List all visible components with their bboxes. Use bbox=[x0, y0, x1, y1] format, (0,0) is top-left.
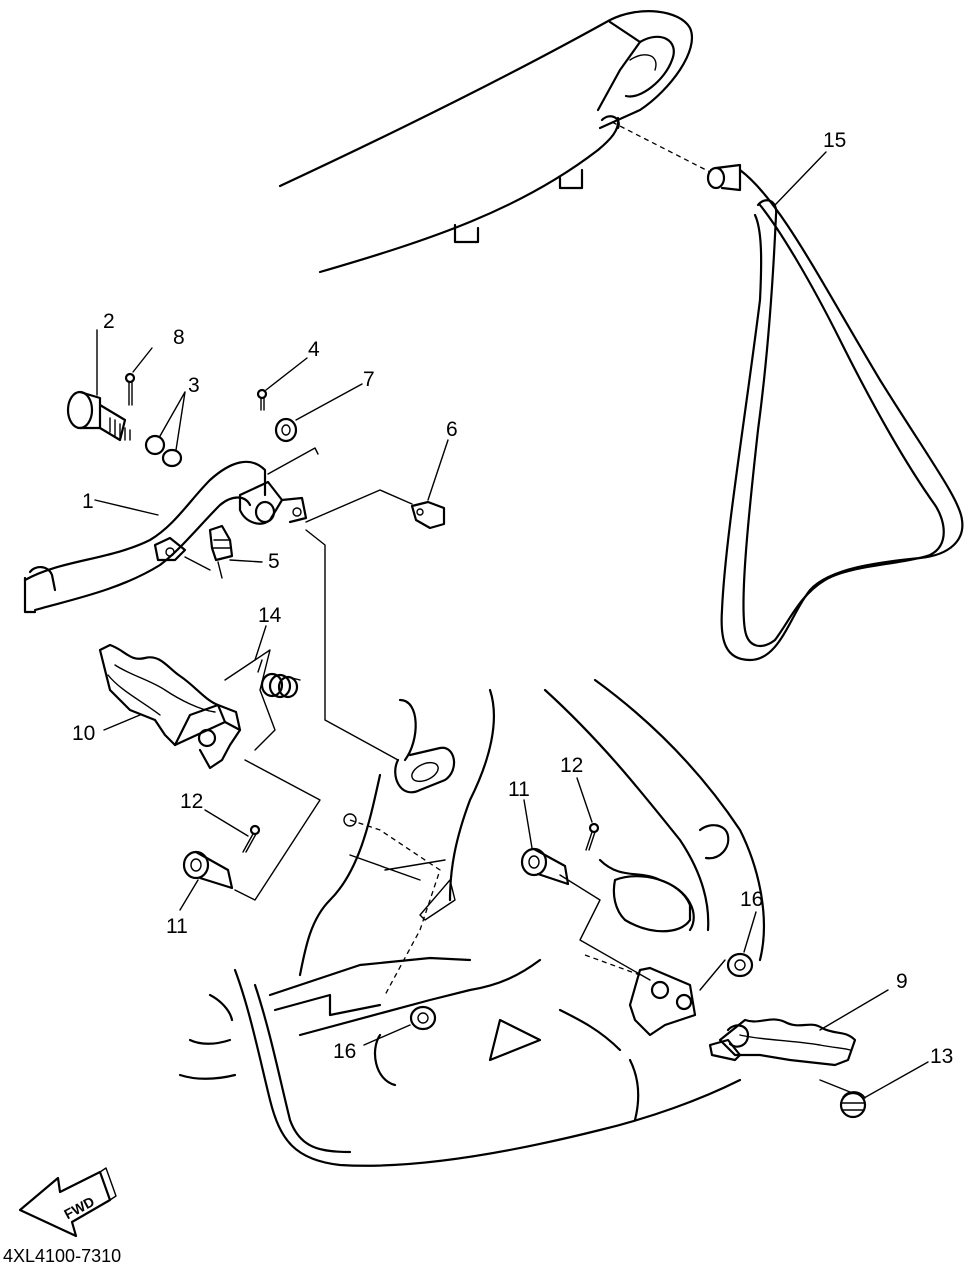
bolt-11-right bbox=[520, 847, 570, 886]
rear-fender bbox=[278, 10, 693, 274]
callout-2: 2 bbox=[103, 310, 115, 333]
washer-7 bbox=[274, 417, 298, 443]
clip-13 bbox=[839, 1091, 867, 1119]
brake-pedal bbox=[23, 460, 308, 614]
callout-9: 9 bbox=[896, 970, 908, 993]
footrest-left bbox=[98, 643, 242, 770]
pivot-shaft bbox=[66, 390, 131, 442]
callout-13: 13 bbox=[930, 1045, 953, 1068]
callout-16-left: 16 bbox=[333, 1040, 356, 1063]
plunger-5 bbox=[208, 524, 234, 579]
callout-8: 8 bbox=[173, 326, 185, 349]
pin-12-right bbox=[585, 822, 600, 851]
pedal-mount bbox=[343, 746, 456, 827]
callout-7: 7 bbox=[363, 368, 375, 391]
pin-12-left bbox=[242, 824, 261, 853]
callout-12-right: 12 bbox=[560, 754, 583, 777]
cotter-pin-8 bbox=[124, 372, 136, 406]
callout-11-left: 11 bbox=[166, 915, 188, 938]
callout-1: 1 bbox=[82, 490, 94, 513]
callout-14: 14 bbox=[258, 604, 282, 627]
callout-4: 4 bbox=[308, 338, 320, 361]
diagram-code: 4XL4100-7310 bbox=[3, 1246, 121, 1266]
callout-3: 3 bbox=[188, 374, 200, 397]
callout-15: 15 bbox=[823, 129, 846, 152]
collar-16-right bbox=[726, 952, 754, 978]
callout-5: 5 bbox=[268, 550, 280, 573]
cotter-pin-4 bbox=[256, 388, 268, 411]
callout-16-right: 16 bbox=[740, 888, 763, 911]
footrest-bracket bbox=[628, 966, 697, 1037]
callouts: 1 2 3 4 5 6 7 8 9 10 11 11 12 12 13 14 1… bbox=[72, 129, 953, 1068]
circlips bbox=[144, 434, 183, 468]
footrest-right bbox=[708, 1018, 857, 1067]
leader-lines bbox=[94, 151, 929, 1099]
side-stand-15 bbox=[706, 163, 964, 662]
guide-lines bbox=[184, 121, 851, 1093]
callout-6: 6 bbox=[446, 418, 458, 441]
frame bbox=[178, 678, 766, 1167]
collar-16-left bbox=[409, 1005, 437, 1031]
callout-10: 10 bbox=[72, 722, 95, 745]
pin-6 bbox=[410, 500, 446, 530]
spring-14 bbox=[257, 659, 301, 699]
callout-12-left: 12 bbox=[180, 790, 203, 813]
bolt-11-left bbox=[182, 850, 234, 890]
fwd-arrow: FWD bbox=[18, 1167, 117, 1238]
callout-11-right: 11 bbox=[508, 778, 530, 801]
